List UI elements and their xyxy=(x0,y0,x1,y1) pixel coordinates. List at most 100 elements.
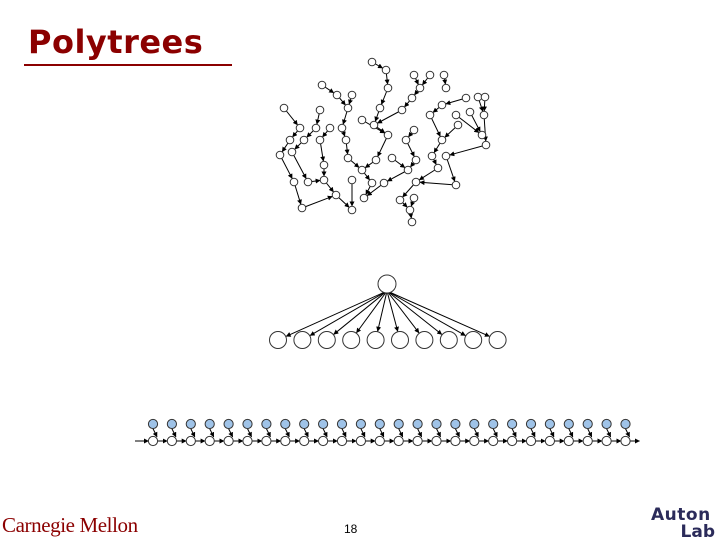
node xyxy=(375,103,385,113)
edge xyxy=(376,290,388,332)
node xyxy=(319,160,329,170)
node xyxy=(347,205,357,215)
node xyxy=(469,435,480,447)
node xyxy=(437,100,447,110)
edge xyxy=(568,428,574,438)
node xyxy=(473,92,483,102)
edge xyxy=(291,151,307,179)
node xyxy=(488,418,499,430)
node xyxy=(347,175,357,185)
edge xyxy=(386,290,399,332)
node xyxy=(397,105,407,115)
edge xyxy=(377,109,403,124)
node xyxy=(477,130,487,140)
page-number: 18 xyxy=(344,522,358,536)
node xyxy=(337,123,347,133)
node xyxy=(359,193,369,203)
edge xyxy=(228,428,234,438)
node xyxy=(319,175,329,185)
edge xyxy=(449,144,487,157)
edge xyxy=(284,428,290,438)
edge xyxy=(360,428,366,438)
node xyxy=(297,203,307,213)
node xyxy=(242,418,253,430)
node xyxy=(407,217,417,227)
node xyxy=(367,178,377,188)
node xyxy=(383,83,393,93)
edge xyxy=(455,114,480,133)
node xyxy=(439,331,458,349)
node xyxy=(280,435,291,447)
node xyxy=(409,193,419,203)
node xyxy=(204,435,215,447)
node xyxy=(147,435,159,447)
edge xyxy=(309,290,388,336)
node xyxy=(439,70,449,80)
node xyxy=(506,418,518,430)
node xyxy=(289,177,299,187)
node xyxy=(299,418,310,430)
random-polytree xyxy=(275,57,491,227)
node xyxy=(341,135,351,145)
edge xyxy=(454,428,460,438)
node xyxy=(336,435,348,447)
edge xyxy=(417,428,423,438)
node xyxy=(317,80,327,90)
edge xyxy=(341,428,347,438)
node xyxy=(242,435,253,447)
node xyxy=(407,93,417,103)
edge xyxy=(247,428,252,438)
chain-polytree xyxy=(135,418,640,447)
node xyxy=(367,57,377,67)
auton-logo-line2: Lab xyxy=(680,522,715,542)
node xyxy=(461,93,471,103)
node xyxy=(464,331,483,349)
node xyxy=(582,435,593,447)
node xyxy=(411,177,421,187)
slide-title: Polytrees xyxy=(28,23,204,61)
node xyxy=(393,418,404,430)
node xyxy=(601,418,612,430)
node xyxy=(383,130,393,140)
node xyxy=(185,435,196,447)
edge xyxy=(152,428,158,438)
edge xyxy=(492,428,498,438)
node xyxy=(379,178,389,188)
node xyxy=(544,435,556,447)
node xyxy=(374,418,385,430)
node xyxy=(261,418,272,430)
edge xyxy=(279,154,293,179)
node xyxy=(437,135,447,145)
node xyxy=(315,135,325,145)
node xyxy=(601,435,612,447)
auton-logo-line1: Auton xyxy=(651,505,711,525)
node xyxy=(488,331,507,349)
edge xyxy=(190,428,196,438)
node xyxy=(488,435,499,447)
node xyxy=(451,110,461,120)
edge xyxy=(398,428,404,438)
node xyxy=(441,83,451,93)
edge xyxy=(473,428,479,438)
node xyxy=(480,92,490,102)
node xyxy=(409,70,419,80)
node xyxy=(374,435,385,447)
node xyxy=(287,147,297,157)
node xyxy=(620,435,631,447)
edge xyxy=(386,290,420,334)
edge xyxy=(322,428,328,438)
edge xyxy=(530,428,536,438)
node xyxy=(427,151,437,161)
edge xyxy=(606,428,612,438)
node xyxy=(299,435,310,447)
node xyxy=(343,103,353,113)
edge xyxy=(625,428,630,438)
node xyxy=(355,435,366,447)
edge xyxy=(419,180,457,186)
node xyxy=(166,418,177,430)
edge xyxy=(303,428,309,438)
edge xyxy=(386,290,443,335)
node xyxy=(166,435,177,447)
node xyxy=(415,331,434,349)
